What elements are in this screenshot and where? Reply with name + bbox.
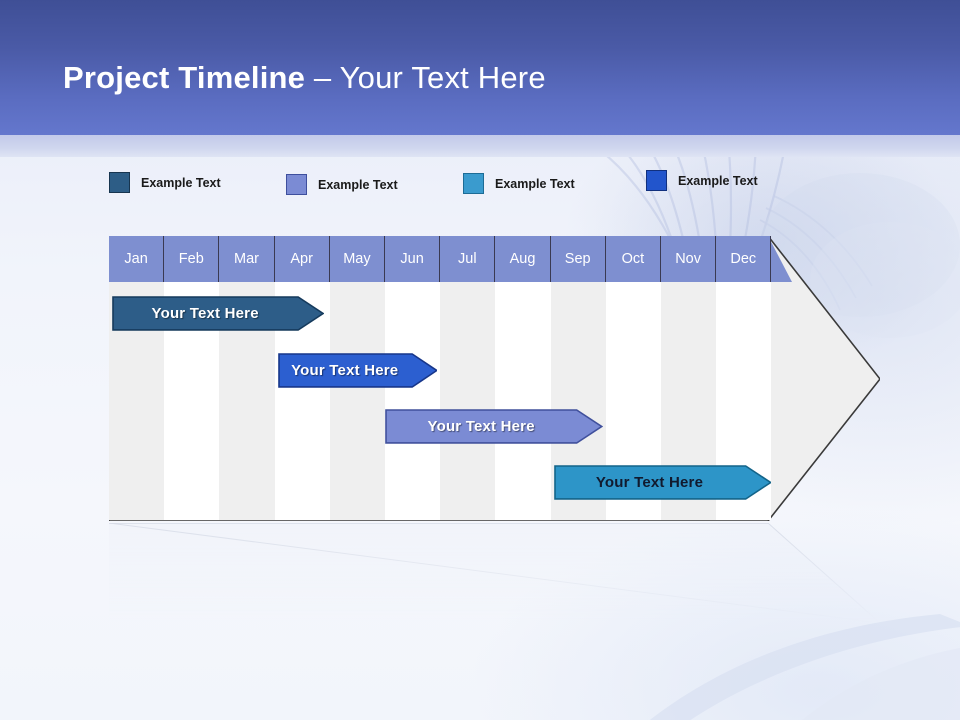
legend-label: Example Text xyxy=(495,176,575,191)
task-bar-2[interactable]: Your Text Here xyxy=(277,353,438,388)
title-underline xyxy=(0,135,960,157)
task-bar-3[interactable]: Your Text Here xyxy=(385,409,603,444)
title-bold-part: Project Timeline xyxy=(63,60,306,95)
month-header-nov: Nov xyxy=(661,236,717,282)
month-header-jun: Jun xyxy=(385,236,441,282)
legend-item-1[interactable]: Example Text xyxy=(109,172,221,193)
month-header-dec: Dec xyxy=(716,236,772,282)
month-header-oct: Oct xyxy=(605,236,661,282)
legend-item-2[interactable]: Example Text xyxy=(286,174,398,195)
legend-item-4[interactable]: Example Text xyxy=(646,170,758,191)
legend-label: Example Text xyxy=(141,175,221,190)
month-header-jul: Jul xyxy=(440,236,496,282)
legend-swatch-icon xyxy=(109,172,130,193)
month-header-feb: Feb xyxy=(164,236,220,282)
legend-swatch-icon xyxy=(646,170,667,191)
timeline-column-aug xyxy=(495,282,551,520)
legend-swatch-icon xyxy=(286,174,307,195)
legend-swatch-icon xyxy=(463,173,484,194)
page-title: Project Timeline – Your Text Here xyxy=(63,60,546,96)
task-bar-label: Your Text Here xyxy=(427,418,535,435)
title-dash: – xyxy=(305,60,340,95)
task-bar-1[interactable]: Your Text Here xyxy=(112,296,325,331)
task-bar-label: Your Text Here xyxy=(151,305,259,322)
title-light-part: Your Text Here xyxy=(339,60,546,95)
timeline-column-jul xyxy=(440,282,496,520)
legend-label: Example Text xyxy=(678,173,758,188)
timeline-column-may xyxy=(329,282,385,520)
month-header-sep: Sep xyxy=(550,236,606,282)
month-header-may: May xyxy=(329,236,385,282)
task-bar-arrow-shape xyxy=(277,353,438,388)
task-bar-arrow-shape xyxy=(385,409,603,444)
month-header-apr: Apr xyxy=(274,236,330,282)
task-bar-label: Your Text Here xyxy=(595,474,704,491)
legend-item-3[interactable]: Example Text xyxy=(463,173,575,194)
title-band xyxy=(0,0,960,135)
task-bar-arrow-shape xyxy=(553,465,772,500)
task-bar-4[interactable]: Your Text Here xyxy=(553,465,772,500)
legend-label: Example Text xyxy=(318,177,398,192)
timeline-column-jun xyxy=(385,282,441,520)
task-bar-arrow-shape xyxy=(112,296,325,331)
task-bar-label: Your Text Here xyxy=(291,362,399,379)
month-header-mar: Mar xyxy=(219,236,275,282)
month-header-jan: Jan xyxy=(109,236,165,282)
month-header-aug: Aug xyxy=(495,236,551,282)
